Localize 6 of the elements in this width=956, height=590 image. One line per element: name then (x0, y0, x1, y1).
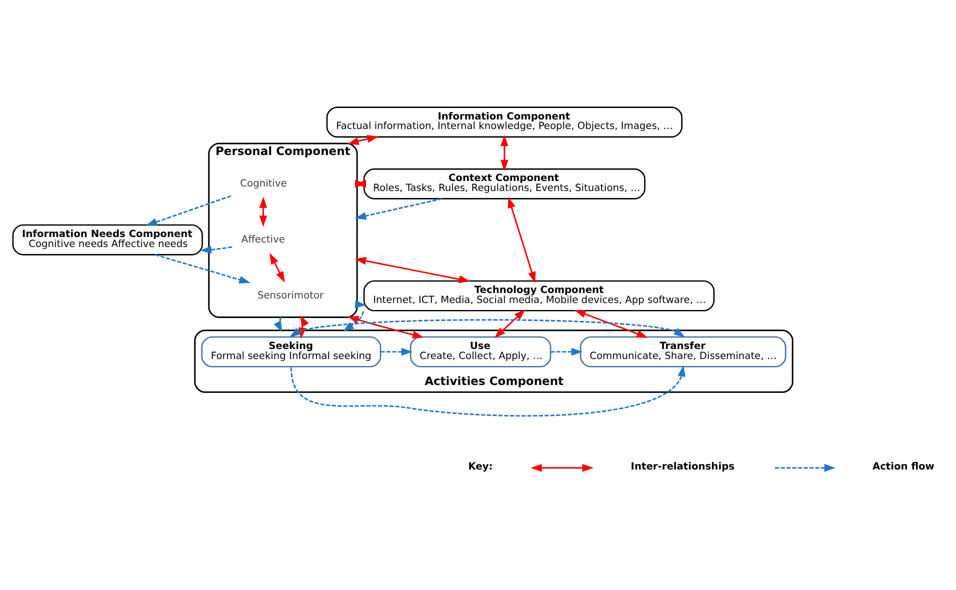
legend-label: Inter-relationships (630, 462, 734, 473)
label: Key: (468, 462, 492, 473)
node-text: Sensorimotor (256, 290, 324, 302)
node-text: Cognitive (240, 178, 286, 190)
node-text: Affective (240, 234, 284, 246)
legend-label: Action flow (872, 462, 934, 473)
